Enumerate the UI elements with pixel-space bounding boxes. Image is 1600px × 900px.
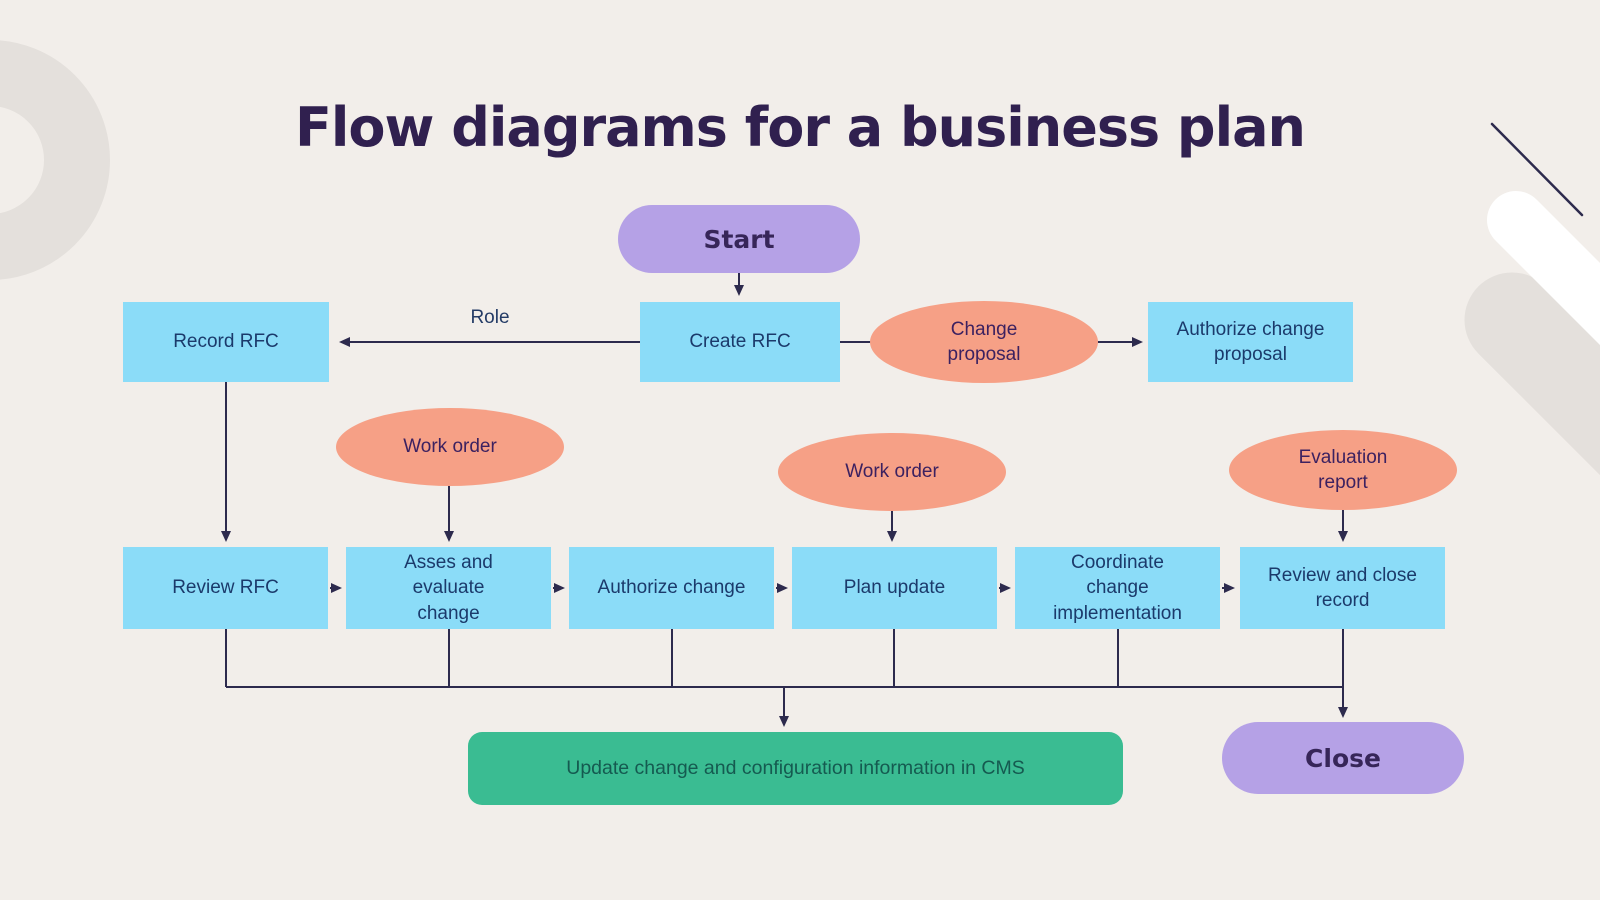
node-label: Asses and evaluate change: [404, 552, 493, 624]
node-label: Record RFC: [173, 331, 279, 353]
node-update-cms: Update change and configuration informat…: [468, 732, 1123, 805]
node-start: Start: [618, 205, 860, 273]
node-record-rfc: Record RFC: [123, 302, 329, 382]
node-label: Authorize change proposal: [1176, 318, 1325, 365]
node-authorize-change-proposal: Authorize change proposal: [1148, 302, 1353, 382]
edge-label-role: Role: [470, 307, 510, 328]
node-review-and-close-record: Review and close record: [1240, 547, 1445, 629]
decorative-white-capsule: [1487, 191, 1600, 346]
node-create-rfc: Create RFC: [640, 302, 840, 382]
node-label: Coordinate change implementation: [1053, 552, 1182, 624]
node-label: Authorize change: [597, 577, 746, 599]
decorative-diagonal-line: [1490, 122, 1584, 217]
node-plan-update: Plan update: [792, 547, 997, 629]
node-close: Close: [1222, 722, 1464, 794]
decorative-gray-capsule: [1464, 272, 1600, 476]
node-work-order-left: Work order: [336, 408, 564, 486]
node-label: Review RFC: [172, 577, 279, 599]
node-label: Work order: [403, 436, 497, 458]
page-title: Flow diagrams for a business plan: [295, 96, 1306, 159]
node-evaluation-report: Evaluation report: [1229, 430, 1457, 510]
node-label: Close: [1305, 743, 1381, 773]
node-label: Update change and configuration informat…: [566, 757, 1025, 779]
decorative-ring: [0, 40, 110, 280]
node-label: Work order: [845, 461, 939, 483]
node-asses-and-evaluate-change: Asses and evaluate change: [346, 547, 551, 629]
node-label: Create RFC: [689, 331, 791, 353]
node-coordinate-change-implementation: Coordinate change implementation: [1015, 547, 1220, 629]
node-work-order-mid: Work order: [778, 433, 1006, 511]
node-authorize-change: Authorize change: [569, 547, 774, 629]
node-label: Change proposal: [947, 318, 1021, 365]
node-change-proposal: Change proposal: [870, 301, 1098, 383]
node-label: Review and close record: [1268, 564, 1417, 611]
node-review-rfc: Review RFC: [123, 547, 328, 629]
node-label: Start: [703, 224, 775, 254]
node-label: Evaluation report: [1298, 446, 1388, 493]
node-label: Plan update: [843, 577, 946, 599]
